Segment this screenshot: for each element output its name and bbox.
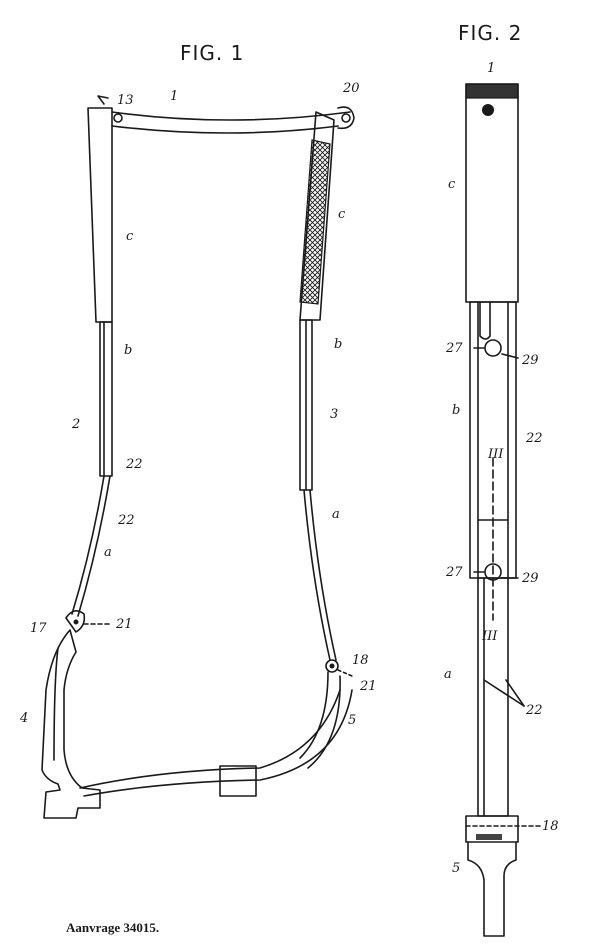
fig2-label-18: 18 (542, 819, 559, 834)
leader-29a (501, 353, 519, 359)
label-3: 3 (330, 407, 338, 422)
label-21-right: 21 (359, 679, 377, 694)
joint-18-pin (329, 663, 335, 669)
joint-18 (325, 659, 339, 673)
bottom-bar-edge (83, 689, 353, 797)
label-c-left: c (126, 229, 134, 244)
fig2-label-27-lower: 27 (445, 565, 463, 580)
pivot-20 (341, 113, 351, 123)
label-20: 20 (342, 81, 360, 96)
top-bar (111, 111, 351, 121)
fig2-label-III-lower: III (481, 629, 498, 644)
label-b-left: b (124, 343, 132, 358)
leader-22a (483, 679, 525, 707)
foot-piece-4 (41, 629, 101, 819)
top-screw (482, 104, 494, 116)
label-a-right: a (332, 507, 340, 522)
top-cap-1 (465, 83, 519, 99)
joint-17-pin (73, 619, 79, 625)
label-c-right: c (338, 207, 346, 222)
label-13: 13 (117, 93, 134, 108)
fig2-label-5: 5 (452, 861, 460, 876)
label-a-left: a (104, 545, 112, 560)
hole-upper (484, 339, 502, 357)
top-right-hook (337, 106, 355, 130)
fig2-label-27-upper: 27 (445, 341, 463, 356)
leader-21b (337, 669, 353, 677)
label-22-upper: 22 (125, 457, 143, 472)
caption: Aanvrage 34015. (66, 920, 159, 935)
knurled-grip (299, 139, 331, 305)
leader-22b (505, 679, 525, 707)
fig2-label-29-upper: 29 (521, 353, 539, 368)
fig2-label-a: a (444, 667, 452, 682)
fig2-label-III-upper: III (487, 447, 504, 462)
left-tube-b (99, 321, 113, 477)
top-left-hook (97, 95, 109, 105)
side-piece-5b (307, 675, 341, 769)
left-rod-a2 (77, 475, 111, 617)
block-18 (465, 815, 519, 843)
joint-17 (65, 610, 86, 633)
left-upright-c (87, 107, 113, 323)
label-17: 17 (30, 621, 47, 636)
fig2-label-22-lower: 22 (525, 703, 543, 718)
figure-2: FIG. 2 1 c b (444, 21, 559, 937)
heel-block (219, 765, 257, 797)
fig2-label-29-lower: 29 (521, 571, 539, 586)
pivot-13 (113, 113, 123, 123)
right-rod-a (303, 489, 331, 661)
fig2-label-1: 1 (487, 61, 495, 76)
block-18-fill (476, 834, 502, 840)
bottom-bar (79, 689, 341, 789)
label-4: 4 (19, 711, 28, 726)
figure-1: FIG. 1 (19, 41, 377, 819)
label-1: 1 (170, 89, 178, 104)
fig2-title: FIG. 2 (458, 21, 522, 45)
side-piece-5 (299, 671, 329, 759)
label-22-lower: 22 (117, 513, 135, 528)
fig2-label-c: c (448, 177, 456, 192)
right-rod-a2 (309, 489, 337, 661)
label-5-fig1: 5 (348, 713, 356, 728)
top-bar-edge (111, 125, 339, 134)
foot-piece-4-inner (53, 647, 59, 761)
slot (479, 301, 491, 340)
fig1-title: FIG. 1 (180, 41, 244, 65)
left-rod-a (71, 475, 105, 615)
foot-5 (467, 841, 517, 937)
label-b-right: b (334, 337, 342, 352)
upper-part-c (465, 83, 519, 303)
label-18-fig1: 18 (352, 653, 369, 668)
label-21-left: 21 (115, 617, 133, 632)
fig2-label-b: b (452, 403, 460, 418)
label-2: 2 (71, 417, 80, 432)
fig2-label-22-upper: 22 (525, 431, 543, 446)
